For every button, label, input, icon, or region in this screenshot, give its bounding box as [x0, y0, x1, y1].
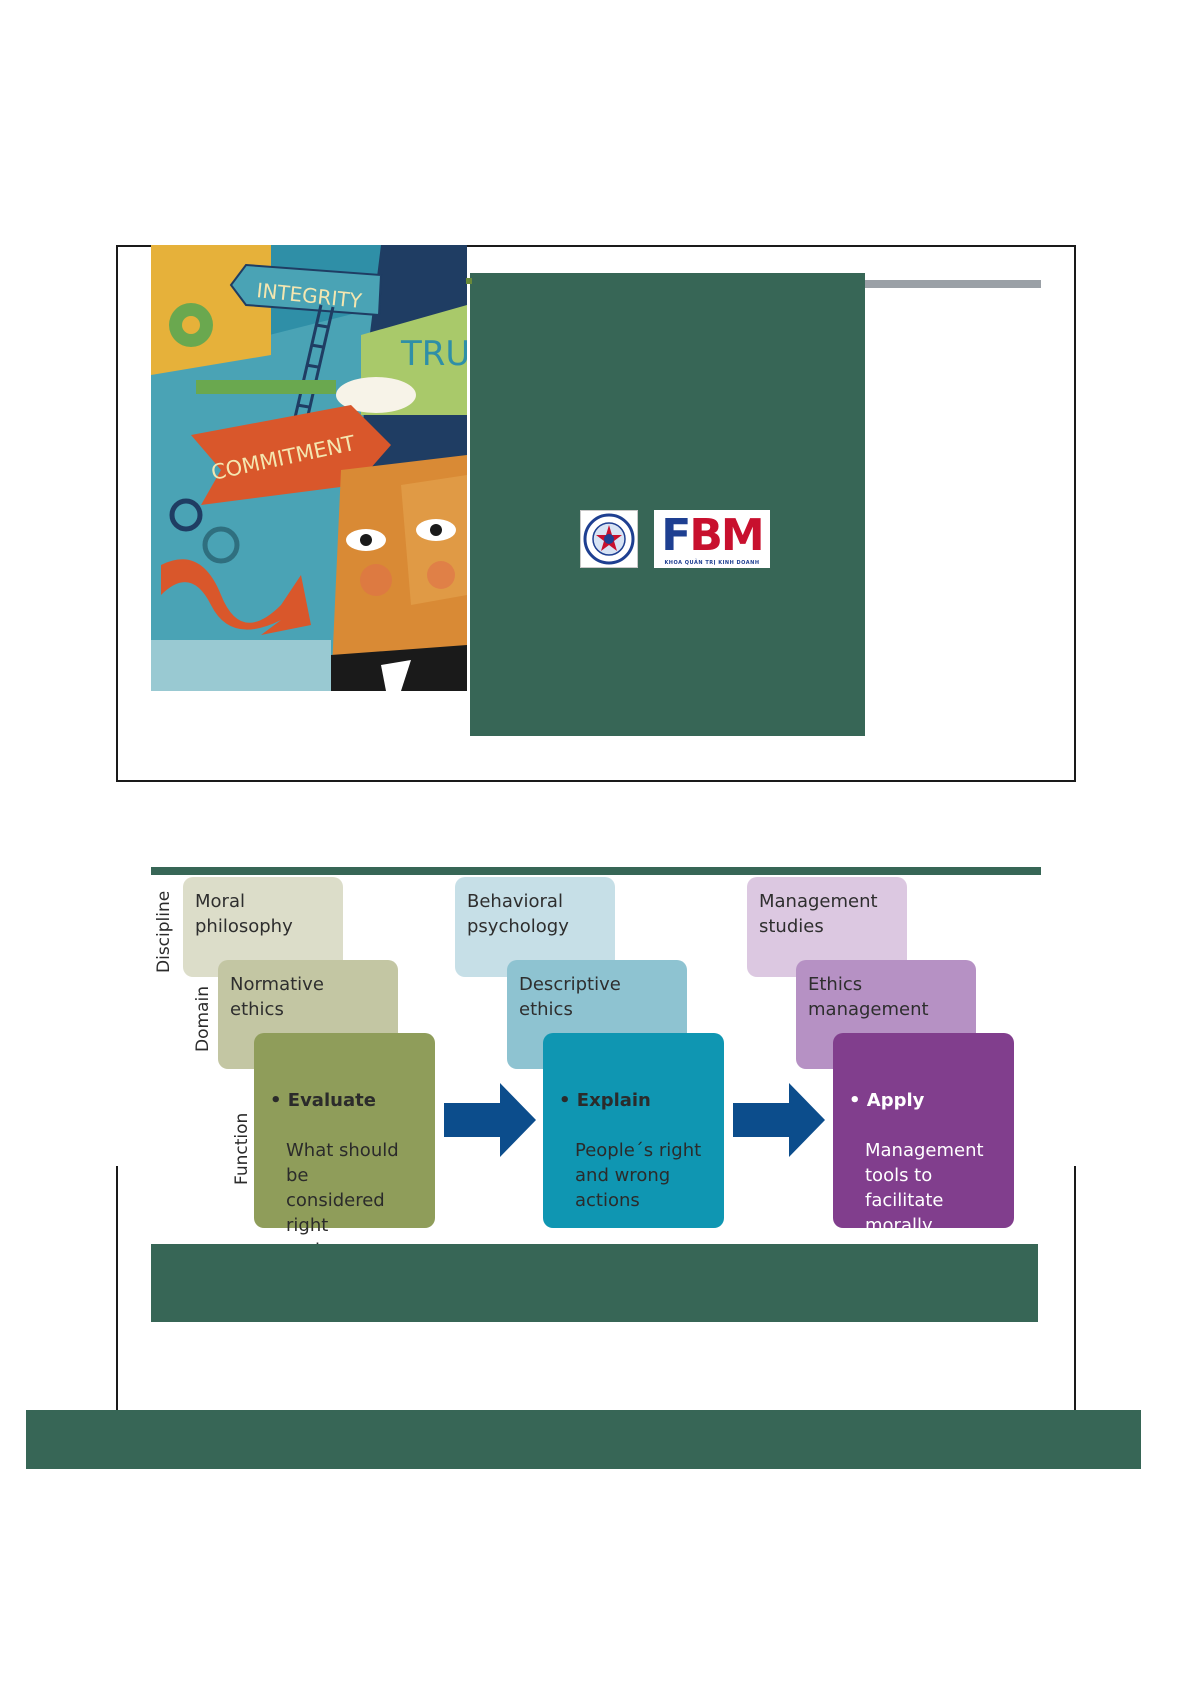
fbm-logo: FBM KHOA QUẢN TRỊ KINH DOANH: [654, 510, 770, 568]
flow-arrow-2: [733, 1083, 825, 1157]
function-box-evaluate: Evaluate What should be considered right…: [254, 1033, 435, 1286]
slide2-bottom-band: [151, 1244, 1038, 1322]
fbm-letter-b: B: [689, 510, 723, 561]
slide2-frame-left: [116, 1166, 118, 1411]
function-box-explain: Explain People´s right and wrong actions: [543, 1033, 724, 1228]
flow-arrow-1: [444, 1083, 536, 1157]
row-label-function: Function: [232, 1112, 252, 1185]
row-label-discipline: Discipline: [154, 890, 174, 973]
slide2-footer-band: [26, 1410, 1141, 1469]
ethics-poster-illustration: TRU INTEGRITY COMMITMENT: [151, 245, 467, 691]
row-label-domain: Domain: [193, 986, 213, 1052]
fbm-subtitle: KHOA QUẢN TRỊ KINH DOANH: [664, 560, 760, 566]
slide2-top-rule: [151, 867, 1041, 875]
title-panel: [470, 273, 865, 736]
function-text-explain: People´s right and wrong actions: [575, 1140, 702, 1211]
fbm-letter-f: F: [661, 510, 691, 561]
fbm-letter-m: M: [720, 510, 765, 561]
poster-word-truth: TRU: [400, 334, 467, 374]
panel-accent: [466, 278, 472, 284]
function-title-apply: Apply: [849, 1088, 1000, 1113]
function-title-evaluate: Evaluate: [270, 1088, 421, 1113]
function-box-apply: Apply Management tools to facilitate mor…: [833, 1033, 1014, 1286]
header-rule: [865, 280, 1041, 288]
university-seal-logo: [580, 510, 638, 568]
function-title-explain: Explain: [559, 1088, 710, 1113]
slide2-frame-right: [1074, 1166, 1076, 1411]
